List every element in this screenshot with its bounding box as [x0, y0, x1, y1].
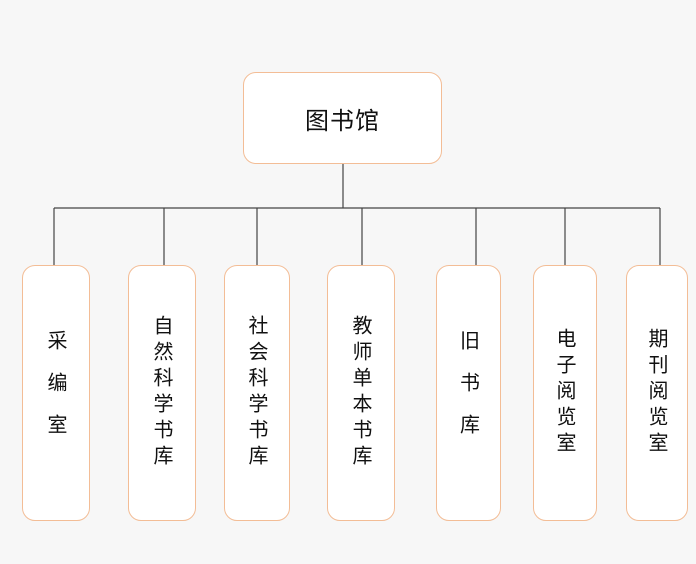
child-node-qikan-yuelanshi: 期刊阅览室: [626, 265, 688, 521]
child-node-label: 社会科学书库: [245, 315, 269, 471]
child-node-dianzi-yuelanshi: 电子阅览室: [533, 265, 597, 521]
child-node-label: 电子阅览室: [553, 328, 577, 458]
child-node-label: 教师单本书库: [349, 315, 373, 471]
child-node-jiu-shuku: 旧书库: [436, 265, 501, 521]
root-node-library: 图书馆: [243, 72, 442, 164]
child-node-label: 旧书库: [456, 330, 481, 456]
child-node-label: 期刊阅览室: [645, 328, 669, 458]
child-node-label: 自然科学书库: [150, 315, 174, 471]
root-node-label: 图书馆: [305, 106, 380, 135]
child-node-jiaoshi-danben-shuku: 教师单本书库: [327, 265, 395, 521]
child-node-label: 采编室: [44, 330, 68, 456]
child-node-caibianshi: 采编室: [22, 265, 90, 521]
child-node-shehui-kexue-shuku: 社会科学书库: [224, 265, 290, 521]
child-node-ziran-kexue-shuku: 自然科学书库: [128, 265, 196, 521]
